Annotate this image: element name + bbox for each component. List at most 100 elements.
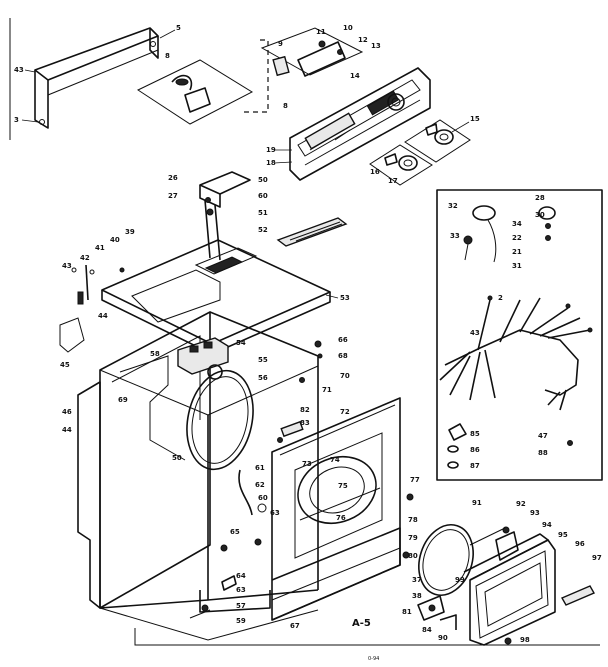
callout-harness-6: 22 [512,234,522,242]
callout-top-left-5: 39 [125,228,135,236]
callout-top-left-1: 43 [62,262,72,270]
callout-cab-right-6: 73 [302,460,312,468]
callout-harness-2: 30 [535,211,545,219]
callout-cab-right-18: 83 [300,419,310,427]
callout-harness-8: 31 [512,262,522,270]
callout-cab-right-15: 63 [270,509,280,517]
callout-cab-right-2: 68 [338,352,348,360]
callout-console-panel: 15 [470,115,480,123]
wire-harness-inset [436,189,603,481]
callout-console-knob-2: 17 [388,177,398,185]
callout-lint-5: 51 [258,209,268,217]
callout-top-left-4: 40 [110,236,120,244]
callout-harness-1: 28 [535,194,545,202]
frame-corner-bottom [134,628,600,646]
callout-clip-top: 8 [165,52,170,60]
callout-base-5: 59 [236,617,246,625]
callout-top-panel: 53 [340,294,350,302]
callout-cab-right-13: 80 [408,552,418,560]
callout-dash-screw-2: 13 [371,42,381,50]
callout-lint-6: 52 [258,226,268,234]
callout-console-item-19: 19 [266,146,276,154]
callout-dash-screw-4: 8 [283,102,288,110]
callout-harness-12: 87 [470,462,480,470]
callout-harness-3: 32 [448,202,458,210]
bottom-note: 0-94 [368,656,379,662]
callout-door-2: 90 [438,634,448,642]
hinge-hardware [417,595,457,630]
callout-door-1: 84 [422,626,432,634]
callout-harness-14: 88 [538,449,548,457]
cabinet-right-hardware [220,340,323,552]
front-panel [271,397,401,621]
callout-front-screw: 3 [14,116,19,124]
door-seal-ring [418,524,474,596]
callout-harness-5: 34 [512,220,522,228]
callout-dash-screw-3: 14 [350,72,360,80]
callout-dash-bracket-1: 11 [316,28,326,36]
callout-top-left-7: 44 [98,312,108,320]
callout-harness-11: 86 [470,446,480,454]
callout-switch-1: 54 [236,339,246,347]
callout-door-5: 93 [530,509,540,517]
callout-door-12: 81 [402,608,412,616]
callout-cabinet-left: 46 [62,408,72,416]
callout-base-1: 65 [230,528,240,536]
callout-cab-right-3: 70 [340,372,350,380]
callout-door-9: 97 [592,554,602,562]
callout-door-6: 94 [542,521,552,529]
control-console [289,67,431,181]
base-hardware [189,575,237,619]
callout-door-3: 91 [472,499,482,507]
callout-top-left-3: 41 [95,244,105,252]
callout-cab-right-12: 79 [408,534,418,542]
callout-harness-13: 47 [538,432,548,440]
callout-door-4: 92 [516,500,526,508]
callout-cab-right-16: 61 [255,464,265,472]
top-panel [101,239,331,355]
callout-harness-15: 2 [498,294,503,302]
callout-switch-2: 55 [258,356,268,364]
callout-dash-screw-1: 12 [358,36,368,44]
figure-label: A-5 [352,618,371,629]
top-left-hardware [59,264,125,353]
top-trim-bar [34,27,159,129]
callout-switch-3: 56 [258,374,268,382]
callout-door-8: 96 [575,540,585,548]
switch-block [177,337,229,380]
callout-cabinet-mid: 50 [172,454,182,462]
callout-door-11: 99 [455,576,465,584]
callout-harness-7: 21 [512,248,522,256]
callout-cab-right-17: 82 [300,406,310,414]
callout-lint-3: 50 [258,176,268,184]
callout-cab-right-11: 78 [408,516,418,524]
callout-base-6: 67 [290,622,300,630]
callout-console-knob-1: 16 [370,168,380,176]
callout-cab-right-1: 66 [338,336,348,344]
callout-cab-right-4: 71 [322,386,332,394]
callout-lint-2: 27 [168,192,178,200]
callout-console-item-18: 18 [266,159,276,167]
callout-cabinet-front: 44 [62,426,72,434]
dash-bracket-group [260,27,364,77]
callout-seal-1: 37 [412,576,422,584]
dashed-wire-route [240,39,269,113]
callout-dash-bracket-2: 10 [343,24,353,32]
callout-switch-4: 58 [150,350,160,358]
callout-toe-panel-left: 43 [14,66,24,74]
callout-cab-right-8: 75 [338,482,348,490]
callout-door-7: 95 [558,531,568,539]
callout-cab-right-14: 62 [255,481,265,489]
callout-harness-10: 85 [470,430,480,438]
lint-duct [199,171,251,261]
callout-cab-right-9: 76 [336,514,346,522]
callout-top-left-6: 45 [60,361,70,369]
callout-dash-item-9: 9 [278,40,283,48]
callout-harness-4: 33 [450,232,460,240]
callout-lint-1: 26 [168,174,178,182]
callout-door-10: 98 [520,636,530,644]
bracket-assembly-left [136,59,254,125]
callout-base-8: 60 [258,494,268,502]
callout-harness-9: 43 [470,329,480,337]
